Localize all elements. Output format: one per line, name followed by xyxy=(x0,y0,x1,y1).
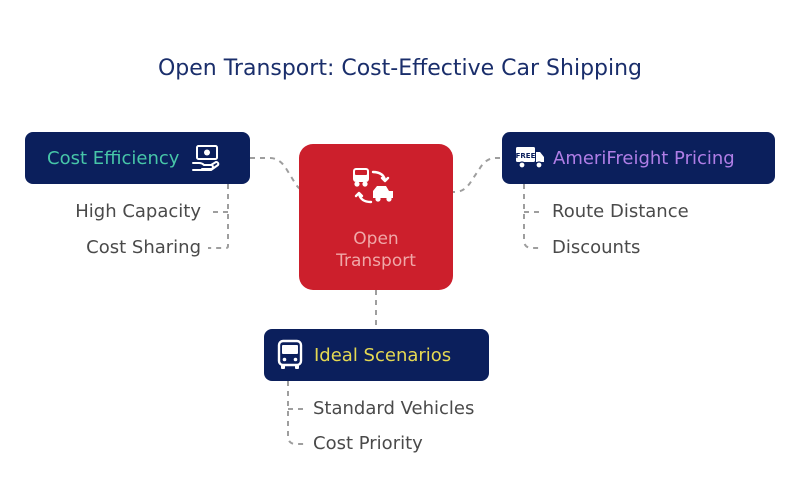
leaf-discounts: Discounts xyxy=(552,237,641,258)
connector-right xyxy=(440,157,502,193)
money-hand-icon xyxy=(192,145,220,171)
branch-ideal-scenarios: Ideal Scenarios xyxy=(264,329,489,381)
connector-bottom-children xyxy=(287,381,304,445)
center-node-open-transport: Open Transport xyxy=(299,144,453,290)
leaf-cost-priority: Cost Priority xyxy=(313,433,423,454)
center-label-line-2: Transport xyxy=(336,251,416,271)
leaf-cost-sharing: Cost Sharing xyxy=(86,237,201,258)
diagram-title: Open Transport: Cost-Effective Car Shipp… xyxy=(157,56,643,81)
leaf-route-distance: Route Distance xyxy=(552,201,689,222)
branch-cost-efficiency-label: Cost Efficiency xyxy=(47,147,180,169)
branch-amerifreight-pricing-label: AmeriFreight Pricing xyxy=(553,147,735,169)
branch-amerifreight-pricing: FREE AmeriFreight Pricing xyxy=(502,132,775,184)
leaf-standard-vehicles: Standard Vehicles xyxy=(313,398,475,419)
branch-ideal-scenarios-label: Ideal Scenarios xyxy=(314,344,452,366)
branch-cost-efficiency: Cost Efficiency xyxy=(25,132,250,184)
center-node-label: Open Transport xyxy=(299,228,453,272)
leaf-high-capacity: High Capacity xyxy=(75,201,201,222)
free-badge-text: FREE xyxy=(516,152,536,160)
connector-left-children xyxy=(208,184,229,249)
center-label-line-1: Open xyxy=(353,229,399,249)
connector-right-children xyxy=(523,184,540,249)
bus-icon xyxy=(277,339,303,369)
free-delivery-truck-icon: FREE xyxy=(516,147,544,169)
vehicles-transfer-icon xyxy=(353,168,393,204)
